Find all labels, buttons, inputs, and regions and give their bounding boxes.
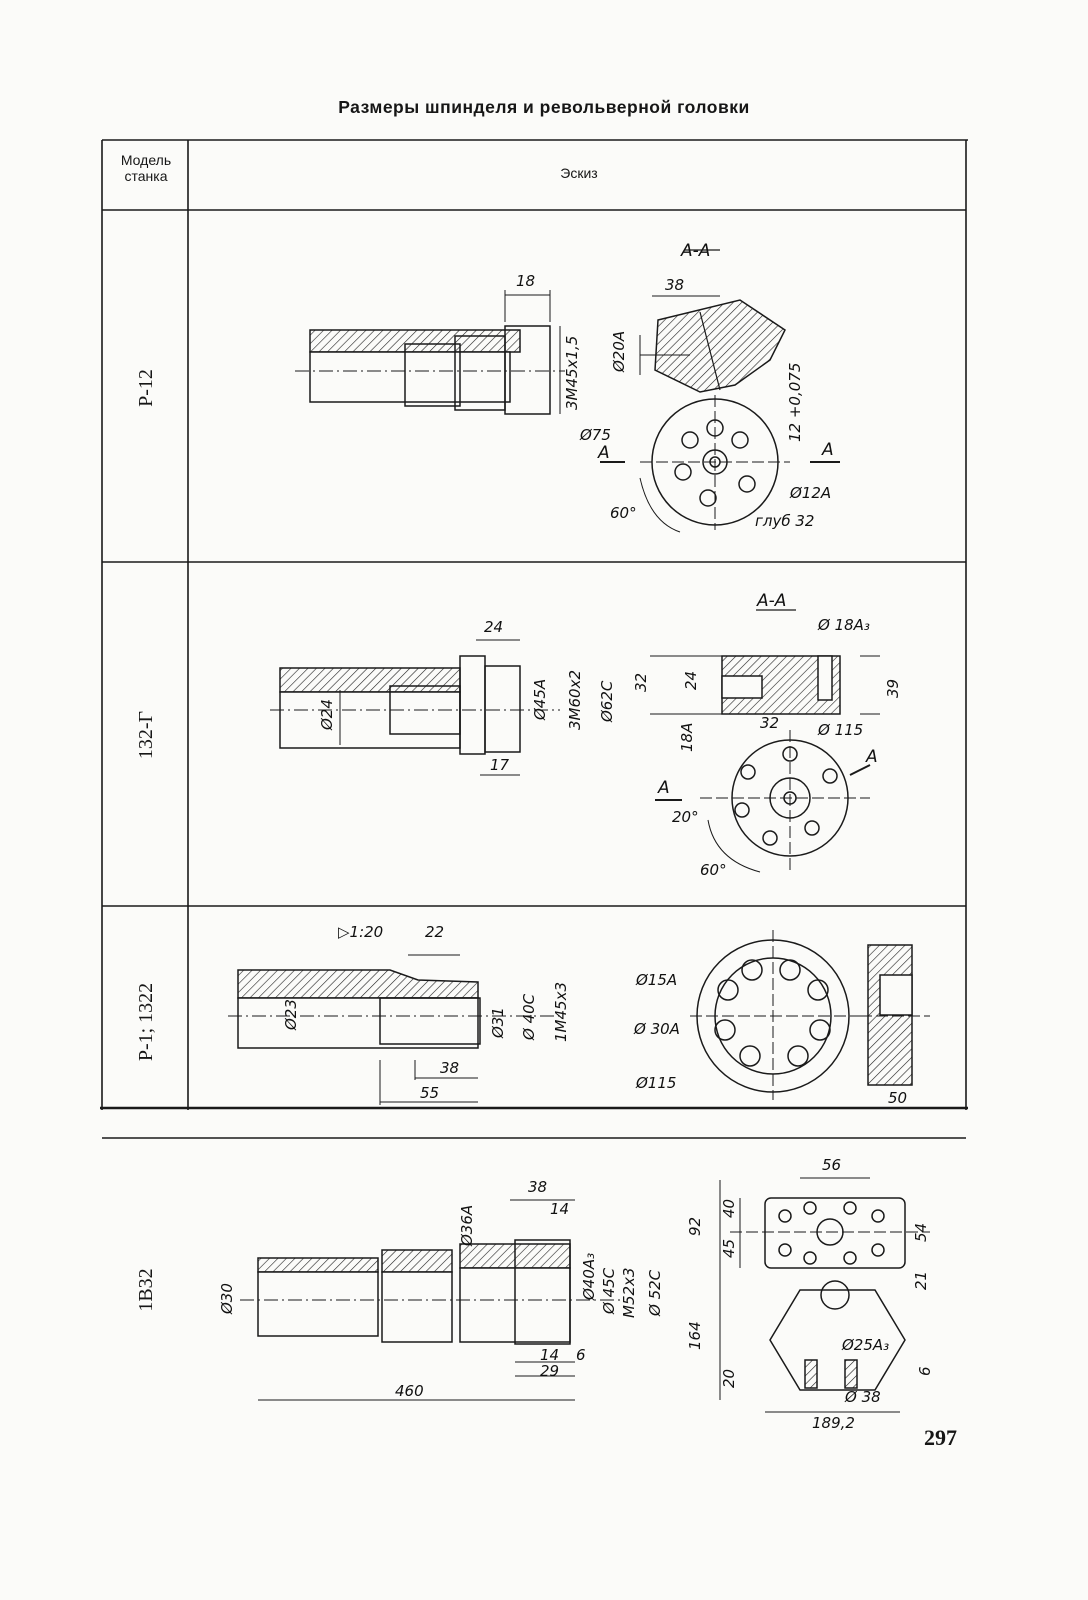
dim-d45a: Ø45А — [531, 679, 549, 721]
dim-d75: Ø75 — [579, 426, 611, 444]
dim-40: 40 — [720, 1199, 738, 1218]
sketch-p1-1322 — [228, 930, 930, 1109]
page-title: Размеры шпинделя и револьверной головки — [338, 97, 750, 117]
dim-d115: Ø 115 — [817, 721, 863, 739]
section-mark-left: А — [657, 778, 670, 798]
dim-18: 18 — [516, 272, 535, 290]
dim-d30: Ø30 — [218, 1283, 236, 1315]
dim-164: 164 — [686, 1321, 704, 1350]
dim-d24: Ø24 — [318, 699, 336, 731]
dim-17: 17 — [490, 756, 510, 774]
dim-angle-60: 60° — [700, 861, 727, 879]
section-label: А-А — [680, 241, 710, 261]
section-mark-right: А — [821, 440, 834, 460]
dim-angle-20: 20° — [672, 808, 699, 826]
dim-d31: Ø31 — [489, 1007, 507, 1039]
dim-32-bottom: 32 — [760, 714, 779, 732]
dim-189: 189,2 — [812, 1414, 855, 1432]
sketch-132g-labels: А-А 24 Ø 18А₃ Ø24 Ø45А 3М60х2 Ø62С 17 32… — [318, 591, 902, 879]
dim-92: 92 — [686, 1217, 704, 1236]
dim-d15a: Ø15А — [635, 971, 677, 989]
dim-14-bottom: 14 — [540, 1346, 559, 1364]
dim-50: 50 — [888, 1089, 907, 1107]
sketch-1v32 — [240, 1177, 930, 1413]
sketch-p1-1322-labels: ▷1:20 22 Ø23 Ø31 Ø 40С 1М45х3 38 55 Ø15А… — [282, 923, 907, 1107]
dim-d40a3: Ø40А₃ — [580, 1253, 598, 1301]
dim-24: 24 — [484, 618, 503, 636]
page-number: 297 — [924, 1425, 957, 1450]
dim-thread: 3М60х2 — [566, 670, 584, 730]
dim-38: 38 — [528, 1178, 547, 1196]
dim-6: 6 — [576, 1346, 586, 1364]
dim-d62c: Ø62С — [598, 680, 616, 723]
dim-d18a3: Ø 18А₃ — [817, 616, 870, 634]
table-frame — [100, 139, 968, 1139]
section-label: А-А — [756, 591, 786, 611]
dim-14-top: 14 — [550, 1200, 569, 1218]
dim-d30a: Ø 30А — [633, 1020, 680, 1038]
dim-d52c: Ø 52С — [646, 1269, 664, 1317]
dim-45: 45 — [720, 1239, 738, 1258]
dim-d115: Ø115 — [635, 1074, 676, 1092]
dim-d38: Ø 38 — [844, 1388, 881, 1406]
sketch-p12 — [295, 249, 840, 533]
dim-55: 55 — [420, 1084, 439, 1102]
dim-d23: Ø23 — [282, 999, 300, 1031]
header-model-line2: станка — [124, 168, 168, 184]
dim-thread: 1М45х3 — [552, 982, 570, 1042]
header-sketch-cell: Эскиз — [560, 165, 598, 181]
header-model-line1: Модель — [120, 152, 172, 168]
dim-38: 38 — [665, 276, 684, 294]
dim-thread: 3М45х1,5 — [563, 336, 581, 410]
dim-tolerance: 12 +0,075 — [786, 363, 804, 442]
dim-22: 22 — [425, 923, 444, 941]
dim-taper: ▷1:20 — [338, 923, 383, 941]
dim-d20a: Ø20А — [610, 331, 628, 373]
dim-29: 29 — [540, 1362, 559, 1380]
dim-39: 39 — [884, 679, 902, 698]
dim-54: 54 — [912, 1223, 930, 1242]
section-mark-left: А — [597, 443, 610, 463]
dim-20: 20 — [720, 1369, 738, 1388]
dim-32-left: 32 — [632, 673, 650, 692]
sketch-p12-labels: А-А 18 38 3М45х1,5 Ø20А Ø75 А А 12 +0,07… — [516, 241, 834, 530]
dim-38: 38 — [440, 1059, 459, 1077]
dim-24-side: 24 — [682, 671, 700, 690]
dim-thread: М52х3 — [620, 1268, 638, 1318]
dim-d12a: Ø12А — [789, 484, 831, 502]
dim-21: 21 — [912, 1271, 930, 1290]
dim-d36a: Ø36А — [458, 1205, 476, 1247]
dim-d25a3: Ø25А₃ — [841, 1336, 889, 1354]
dim-d40c: Ø 40С — [520, 993, 538, 1041]
dim-56: 56 — [822, 1156, 841, 1174]
dim-18a: 18А — [678, 723, 696, 752]
dim-depth: глуб 32 — [755, 512, 814, 530]
dim-angle: 60° — [610, 504, 637, 522]
header-model-cell: Модель станка — [104, 152, 188, 184]
dim-460: 460 — [395, 1382, 424, 1400]
dim-6-side: 6 — [916, 1366, 934, 1376]
dim-d45c: Ø 45С — [600, 1267, 618, 1315]
sketch-132g — [270, 609, 880, 873]
section-mark-right: А — [865, 747, 878, 767]
sketch-1v32-labels: 38 14 Ø36А Ø30 Ø40А₃ Ø 45С М52х3 Ø 52С 1… — [218, 1156, 934, 1432]
